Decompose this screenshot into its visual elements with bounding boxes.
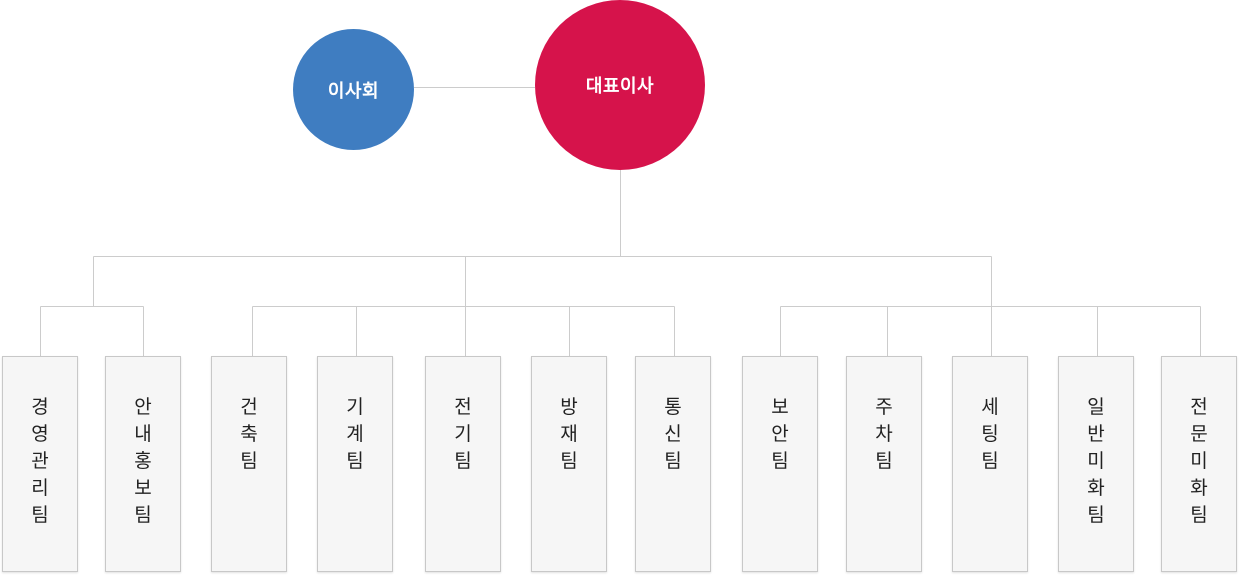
team-label-char: 보 <box>134 477 152 499</box>
team-label-char: 건 <box>240 396 258 418</box>
board-label: 이사회 <box>327 80 380 102</box>
team-label-char: 팅 <box>981 423 999 445</box>
team-label-char: 팀 <box>560 450 578 472</box>
team-label-char: 일 <box>1087 396 1105 418</box>
team-label-char: 차 <box>875 423 893 445</box>
team-label-char: 팀 <box>771 450 789 472</box>
team-label-char: 전 <box>1190 396 1208 418</box>
team-label-char: 신 <box>664 423 682 445</box>
team-label-char: 홍 <box>134 450 152 472</box>
team-label-char: 안 <box>134 396 152 418</box>
team-label-char: 팀 <box>31 504 49 526</box>
team-label-char: 경 <box>31 396 49 418</box>
team-label-char: 팀 <box>240 450 258 472</box>
team-label-char: 미 <box>1087 450 1105 472</box>
team-label-char: 미 <box>1190 450 1208 472</box>
team-label-char: 영 <box>31 423 49 445</box>
board-node: 이사회 <box>293 29 414 150</box>
team-label-char: 주 <box>875 396 893 418</box>
team-label-char: 팀 <box>664 450 682 472</box>
team-label-char: 재 <box>560 423 578 445</box>
team-label-char: 팀 <box>346 450 364 472</box>
team-label-char: 화 <box>1190 477 1208 499</box>
team-label-char: 팀 <box>1087 504 1105 526</box>
team-label-char: 팀 <box>981 450 999 472</box>
team-label-char: 세 <box>981 396 999 418</box>
team-label-char: 전 <box>454 396 472 418</box>
team-label-char: 리 <box>31 477 49 499</box>
team-label-char: 보 <box>771 396 789 418</box>
team-label-char: 기 <box>454 423 472 445</box>
team-label-char: 안 <box>771 423 789 445</box>
team-label-char: 반 <box>1087 423 1105 445</box>
team-label-char: 계 <box>346 423 364 445</box>
team-label-char: 팀 <box>1190 504 1208 526</box>
team-label-char: 팀 <box>875 450 893 472</box>
team-label-char: 통 <box>664 396 682 418</box>
team-label-char: 팀 <box>454 450 472 472</box>
team-label-char: 내 <box>134 423 152 445</box>
team-label-char: 문 <box>1190 423 1208 445</box>
ceo-label: 대표이사 <box>585 76 655 97</box>
team-label-char: 화 <box>1087 477 1105 499</box>
team-label-char: 팀 <box>134 504 152 526</box>
ceo-node: 대표이사 <box>535 0 705 170</box>
team-label-char: 관 <box>31 450 49 472</box>
team-label-char: 기 <box>346 396 364 418</box>
team-label-char: 방 <box>560 396 578 418</box>
team-label-char: 축 <box>240 423 258 445</box>
